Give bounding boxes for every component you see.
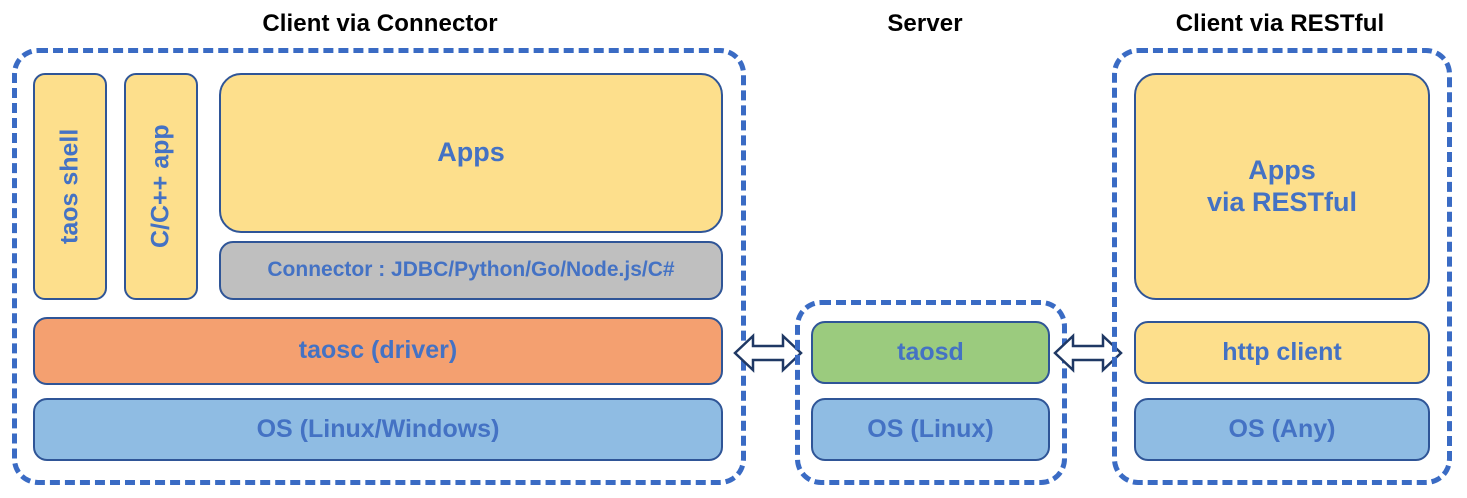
node-apps-via-restful[interactable]: Apps via RESTful <box>1134 73 1430 300</box>
section-title-server: Server <box>887 10 963 37</box>
node-connector-list[interactable]: Connector : JDBC/Python/Go/Node.js/C# <box>219 241 723 300</box>
node-apps-connector[interactable]: Apps <box>219 73 723 233</box>
section-title-client-connector: Client via Connector <box>262 10 498 37</box>
section-title-client-restful: Client via RESTful <box>1175 10 1385 37</box>
node-os-linux[interactable]: OS (Linux) <box>811 398 1050 461</box>
node-os-linux-windows[interactable]: OS (Linux/Windows) <box>33 398 723 461</box>
arrow-server-to-restful-client <box>1053 330 1123 376</box>
node-c-cpp-app[interactable]: C/C++ app <box>124 73 198 300</box>
group-server <box>795 300 1067 485</box>
node-http-client[interactable]: http client <box>1134 321 1430 384</box>
node-os-any[interactable]: OS (Any) <box>1134 398 1430 461</box>
group-client-via-connector <box>12 48 746 485</box>
group-client-via-restful <box>1112 48 1452 485</box>
node-apps-via-restful-line1: Apps <box>1248 154 1316 185</box>
node-taosd[interactable]: taosd <box>811 321 1050 384</box>
node-apps-via-restful-line2: via RESTful <box>1206 186 1358 217</box>
node-taos-shell[interactable]: taos shell <box>33 73 107 300</box>
arrow-connector-to-server <box>733 330 803 376</box>
node-taosc-driver[interactable]: taosc (driver) <box>33 317 723 385</box>
